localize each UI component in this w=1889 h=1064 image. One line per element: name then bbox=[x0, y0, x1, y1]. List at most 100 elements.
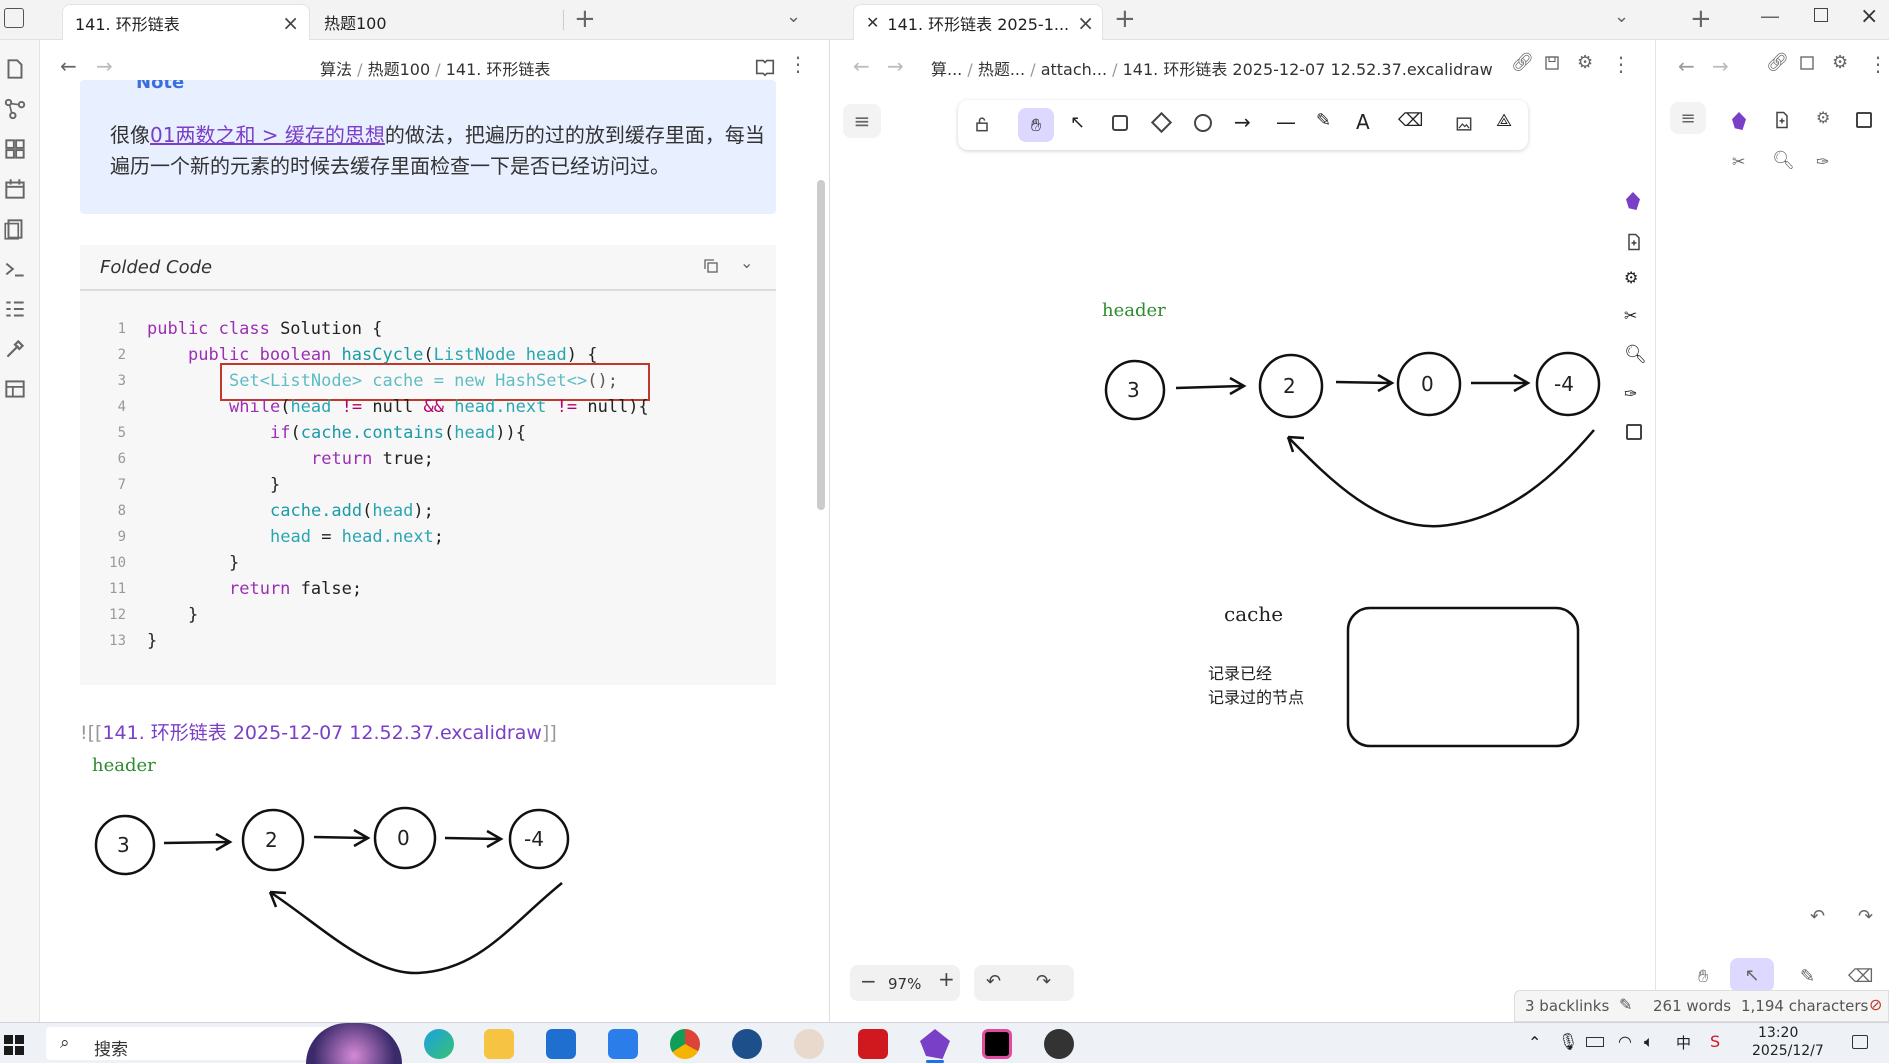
more-options-icon[interactable]: ⋮ bbox=[788, 52, 808, 76]
text-tool-icon[interactable]: A bbox=[1356, 110, 1370, 134]
new-tab-icon[interactable]: + bbox=[1690, 4, 1712, 34]
breadcrumb-item[interactable]: 141. 环形链表 bbox=[445, 60, 551, 79]
zoom-out-button[interactable]: − bbox=[860, 969, 877, 993]
sidebar-toggle-icon[interactable] bbox=[4, 8, 24, 28]
list-icon[interactable] bbox=[2, 296, 28, 322]
windows-start-icon[interactable] bbox=[4, 1035, 24, 1055]
forward-arrow-icon[interactable]: → bbox=[1712, 54, 1729, 78]
hand-tool-icon[interactable]: ✋︎ bbox=[1698, 966, 1709, 987]
rectangle-tool-icon[interactable] bbox=[1112, 115, 1128, 131]
draw-tool-icon[interactable]: ✎ bbox=[1316, 110, 1332, 131]
internal-link[interactable]: 01两数之和 > 缓存的思想 bbox=[150, 123, 385, 147]
tab-right-active[interactable]: ✕ 141. 环形链表 2025-1... × bbox=[853, 4, 1103, 40]
script-icon[interactable]: ⚙ bbox=[1624, 268, 1639, 287]
close-icon[interactable]: × bbox=[282, 11, 299, 35]
breadcrumb-item[interactable]: 算法 bbox=[320, 60, 353, 79]
link-icon[interactable]: 🔗︎ bbox=[1511, 52, 1534, 73]
shapes-library-icon[interactable]: ⟁ bbox=[1496, 110, 1513, 131]
avatar-app-icon[interactable] bbox=[794, 1029, 824, 1059]
sidebar-icon[interactable] bbox=[1626, 424, 1642, 440]
undo-icon[interactable]: ↶ bbox=[986, 971, 1002, 992]
scissors-icon[interactable]: ✂ bbox=[1624, 306, 1638, 325]
redo-icon[interactable]: ↷ bbox=[1858, 906, 1874, 927]
hand-tool-icon[interactable]: ✋︎ bbox=[1018, 108, 1054, 142]
chevron-down-icon[interactable]: ⌄ bbox=[786, 6, 802, 27]
edit-icon[interactable]: ✎ bbox=[1619, 995, 1633, 1014]
notification-icon[interactable] bbox=[1852, 1035, 1868, 1049]
selection-tool-icon[interactable]: ↖ bbox=[1070, 112, 1086, 133]
settings-icon[interactable]: ⚙ bbox=[1577, 52, 1594, 73]
forward-arrow-icon[interactable]: → bbox=[96, 54, 113, 78]
back-arrow-icon[interactable]: ← bbox=[853, 54, 870, 78]
intellij-icon[interactable] bbox=[982, 1029, 1012, 1059]
file-explorer-icon[interactable] bbox=[2, 56, 28, 82]
restore-icon[interactable] bbox=[1814, 8, 1828, 22]
menu-icon[interactable]: ≡ bbox=[843, 104, 881, 138]
breadcrumb-item[interactable]: 141. 环形链表 2025-12-07 12.52.37.excalidraw bbox=[1122, 60, 1493, 79]
chrome-icon[interactable] bbox=[670, 1029, 700, 1059]
image-tool-icon[interactable] bbox=[1454, 114, 1474, 134]
undo-icon[interactable]: ↶ bbox=[1810, 906, 1826, 927]
sidebar-icon[interactable] bbox=[1856, 112, 1872, 128]
canvas-icon[interactable] bbox=[2, 136, 28, 162]
close-window-icon[interactable]: × bbox=[1860, 4, 1879, 29]
zoom-icon[interactable]: 🔍︎ bbox=[1772, 150, 1795, 171]
more-options-icon[interactable]: ⋮ bbox=[1611, 52, 1631, 76]
pen-icon[interactable]: ✑ bbox=[1624, 384, 1638, 403]
draw-tool-icon[interactable]: ✎ bbox=[1800, 966, 1816, 987]
redo-icon[interactable]: ↷ bbox=[1036, 971, 1052, 992]
battery-icon[interactable] bbox=[1586, 1037, 1604, 1047]
app-tray-icon[interactable]: S bbox=[1710, 1032, 1721, 1051]
wifi-icon[interactable]: ◠ bbox=[1618, 1032, 1632, 1051]
file-explorer-icon[interactable] bbox=[484, 1029, 514, 1059]
excalidraw-canvas[interactable]: header 3 2 0 -4 cache 记录已经 记录过的节点 bbox=[1090, 290, 1610, 760]
graph-icon[interactable] bbox=[2, 96, 28, 122]
new-tab-icon[interactable]: + bbox=[574, 4, 596, 34]
obsidian-icon[interactable] bbox=[1626, 192, 1640, 210]
selection-tool-icon[interactable]: ↖ bbox=[1730, 958, 1774, 992]
backlinks-count[interactable]: 3 backlinks bbox=[1525, 997, 1610, 1015]
breadcrumb-item[interactable]: 热题100 bbox=[367, 60, 431, 79]
eraser-tool-icon[interactable]: ⌫ bbox=[1398, 110, 1424, 131]
obsidian-icon[interactable] bbox=[1732, 112, 1746, 130]
zoom-icon[interactable]: 🔍︎ bbox=[1624, 344, 1647, 365]
eraser-tool-icon[interactable]: ⌫ bbox=[1848, 966, 1874, 987]
table-icon[interactable] bbox=[2, 376, 28, 402]
lock-icon[interactable] bbox=[972, 114, 992, 134]
menu-icon[interactable]: ≡ bbox=[1670, 102, 1706, 134]
obs-icon[interactable] bbox=[1044, 1029, 1074, 1059]
close-icon[interactable]: × bbox=[1077, 11, 1094, 35]
chevron-down-icon[interactable]: ⌄ bbox=[1614, 6, 1630, 27]
breadcrumb-item[interactable]: attach... bbox=[1040, 60, 1108, 79]
script-icon[interactable]: ⚙ bbox=[1816, 108, 1831, 127]
clock-date[interactable]: 2025/12/7 bbox=[1752, 1043, 1824, 1059]
scissors-icon[interactable]: ✂ bbox=[1732, 152, 1746, 171]
tools-icon[interactable] bbox=[2, 336, 28, 362]
link-icon[interactable]: 🔗︎ bbox=[1766, 52, 1789, 73]
red-app-icon[interactable] bbox=[858, 1029, 888, 1059]
back-arrow-icon[interactable]: ← bbox=[60, 54, 77, 78]
tab-left-second[interactable]: 热题100 bbox=[312, 4, 562, 40]
tray-chevron-icon[interactable]: ⌃ bbox=[1528, 1033, 1542, 1052]
save-icon[interactable] bbox=[1798, 54, 1816, 72]
chevron-down-icon[interactable]: ⌄ bbox=[740, 253, 754, 272]
zoom-in-button[interactable]: + bbox=[938, 967, 955, 991]
back-arrow-icon[interactable]: ← bbox=[1678, 54, 1695, 78]
settings-icon[interactable]: ⚙ bbox=[1832, 52, 1849, 73]
more-options-icon[interactable]: ⋮ bbox=[1868, 52, 1888, 76]
ellipse-tool-icon[interactable] bbox=[1194, 114, 1212, 132]
obsidian-taskbar-icon[interactable] bbox=[920, 1029, 950, 1059]
breadcrumb-item[interactable]: 算... bbox=[931, 60, 963, 79]
reading-view-icon[interactable] bbox=[754, 56, 776, 78]
calendar-icon[interactable] bbox=[2, 176, 28, 202]
scrollbar[interactable] bbox=[817, 180, 825, 510]
forward-arrow-icon[interactable]: → bbox=[887, 54, 904, 78]
v-app-icon[interactable] bbox=[732, 1029, 762, 1059]
tab-left-active[interactable]: 141. 环形链表 × bbox=[62, 4, 310, 40]
input-method-icon[interactable]: 中 bbox=[1676, 1034, 1692, 1052]
store-icon[interactable] bbox=[546, 1029, 576, 1059]
minimize-icon[interactable]: — bbox=[1760, 4, 1780, 28]
edge-icon[interactable] bbox=[424, 1029, 454, 1059]
terminal-icon[interactable] bbox=[2, 256, 28, 282]
add-file-icon[interactable] bbox=[1772, 110, 1792, 130]
